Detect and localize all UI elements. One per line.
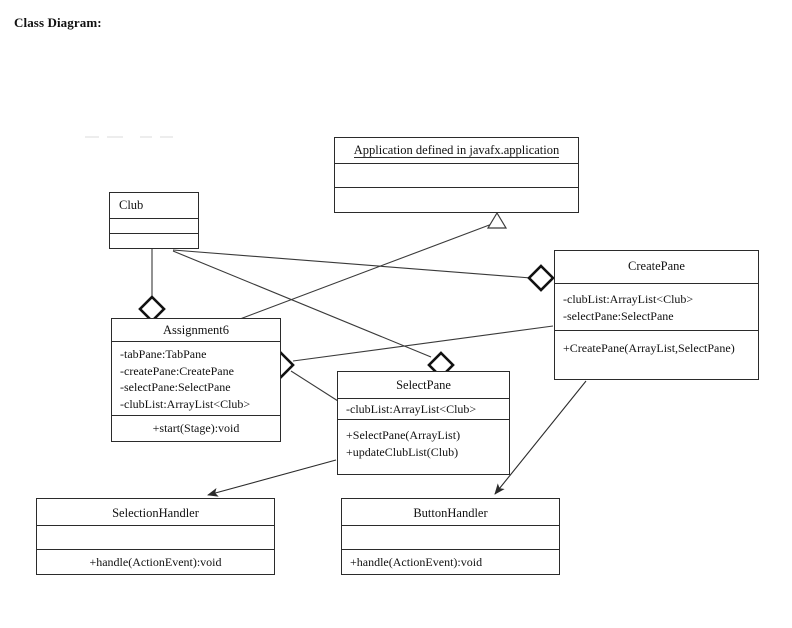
method-item: +handle(ActionEvent):void: [89, 555, 222, 569]
class-methods-assignment6: +start(Stage):void: [112, 416, 280, 443]
connector-assignment6-application: [239, 223, 493, 320]
attribute-item: -clubList:ArrayList<Club>: [563, 292, 694, 306]
scan-artifact: [140, 136, 152, 138]
method-item: +start(Stage):void: [152, 421, 240, 435]
method-item: +CreatePane(ArrayList,SelectPane): [563, 341, 735, 355]
class-name-buttonhandler: ButtonHandler: [342, 499, 559, 526]
class-methods-createpane: +CreatePane(ArrayList,SelectPane): [555, 331, 758, 381]
class-attributes-application: [335, 164, 578, 188]
class-box-club[interactable]: Club: [109, 192, 199, 249]
scan-artifact: [85, 136, 99, 138]
class-name-club: Club: [110, 193, 198, 219]
class-attributes-assignment6: -tabPane:TabPane -createPane:CreatePane …: [112, 342, 280, 416]
scan-artifact: [160, 136, 173, 138]
connector-assignment6-createpane: [292, 325, 554, 362]
class-name-application: Application defined in javafx.applicatio…: [335, 138, 578, 164]
connector-selectpane-selectionhandler: [207, 459, 337, 497]
class-name-assignment6: Assignment6: [112, 319, 280, 342]
class-methods-application: [335, 188, 578, 212]
attribute-item: -selectPane:SelectPane: [563, 308, 674, 323]
class-name-selectpane: SelectPane: [338, 372, 509, 399]
class-box-createpane[interactable]: CreatePane -clubList:ArrayList<Club> -se…: [554, 250, 759, 380]
class-name-createpane: CreatePane: [555, 251, 758, 284]
scan-artifact: [107, 136, 123, 138]
class-name-selectionhandler: SelectionHandler: [37, 499, 274, 526]
attribute-item: -createPane:CreatePane: [120, 363, 234, 378]
class-box-buttonhandler[interactable]: ButtonHandler +handle(ActionEvent):void: [341, 498, 560, 575]
class-methods-club: [110, 234, 198, 248]
class-box-application[interactable]: Application defined in javafx.applicatio…: [334, 137, 579, 213]
aggregation-diamond-createpane: [527, 264, 555, 292]
class-attributes-selectpane: -clubList:ArrayList<Club>: [338, 399, 509, 420]
attribute-item: -clubList:ArrayList<Club>: [120, 396, 251, 411]
class-attributes-createpane: -clubList:ArrayList<Club> -selectPane:Se…: [555, 284, 758, 331]
connector-assignment6-selectpane: [290, 370, 339, 402]
connector-createpane-buttonhandler: [494, 380, 587, 495]
class-box-selectionhandler[interactable]: SelectionHandler +handle(ActionEvent):vo…: [36, 498, 275, 575]
class-box-assignment6[interactable]: Assignment6 -tabPane:TabPane -createPane…: [111, 318, 281, 442]
attribute-item: -selectPane:SelectPane: [120, 380, 231, 394]
class-methods-selectionhandler: +handle(ActionEvent):void: [37, 550, 274, 576]
method-item: +handle(ActionEvent):void: [350, 555, 483, 569]
method-item: +SelectPane(ArrayList): [346, 428, 461, 442]
inheritance-triangle-application: [486, 211, 508, 229]
connector-club-selectpane: [172, 250, 432, 358]
class-methods-selectpane: +SelectPane(ArrayList) +updateClubList(C…: [338, 420, 509, 474]
page-title: Class Diagram:: [14, 15, 102, 30]
class-attributes-buttonhandler: [342, 526, 559, 550]
class-attributes-selectionhandler: [37, 526, 274, 550]
attribute-item: -tabPane:TabPane: [120, 347, 207, 361]
class-attributes-club: [110, 219, 198, 234]
attribute-item: -clubList:ArrayList<Club>: [346, 402, 477, 416]
class-methods-buttonhandler: +handle(ActionEvent):void: [342, 550, 559, 576]
method-item: +updateClubList(Club): [346, 444, 459, 459]
class-box-selectpane[interactable]: SelectPane -clubList:ArrayList<Club> +Se…: [337, 371, 510, 475]
connector-club-createpane: [172, 249, 532, 279]
